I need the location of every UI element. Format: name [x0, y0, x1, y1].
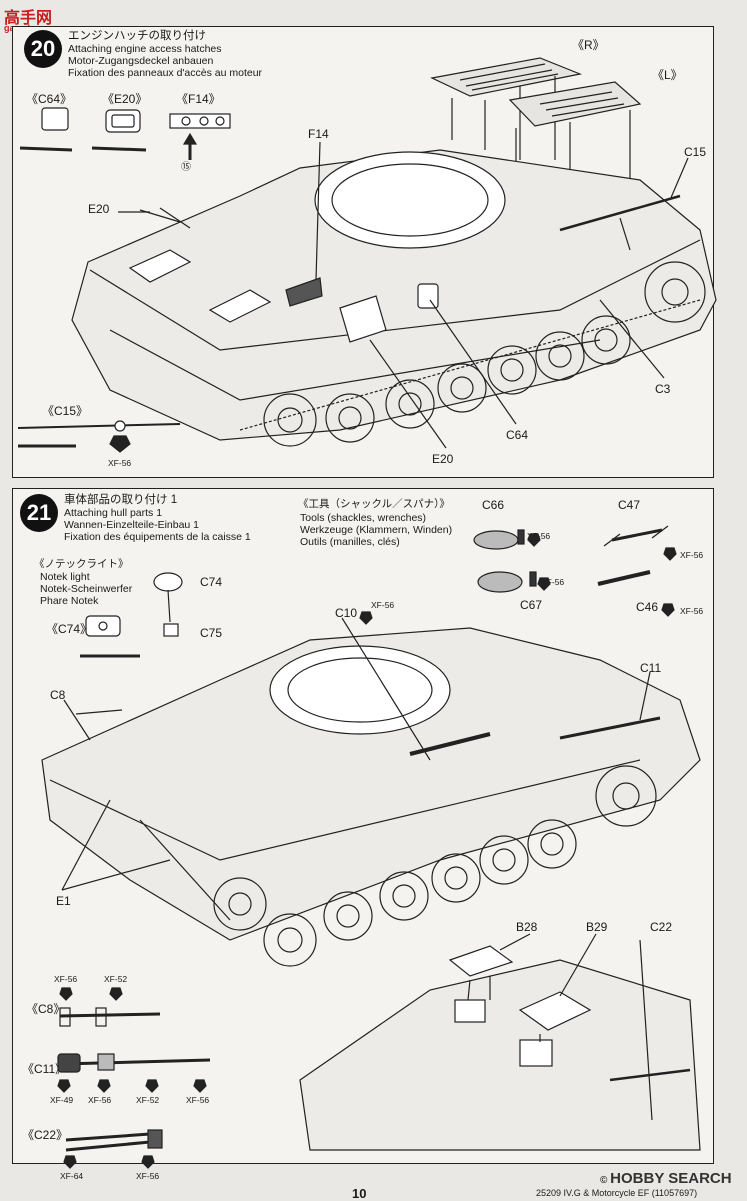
paint-xf56-c10: XF-56: [371, 600, 395, 610]
part-detail-c22: 《C22》: [22, 1128, 69, 1142]
label-e20-left: E20: [88, 202, 110, 216]
part-detail-c8: 《C8》: [26, 1002, 66, 1016]
c15-rod-step20: [559, 194, 681, 251]
label-c74: C74: [200, 575, 223, 589]
step-20-title-en: Attaching engine access hatches: [68, 43, 222, 55]
label-e1: E1: [56, 894, 71, 908]
label-b28: B28: [516, 920, 538, 934]
c11-detail-icon: [57, 1053, 211, 1093]
step-21-title-ja: 車体部品の取り付け 1: [64, 494, 178, 506]
label-c10: C10: [335, 606, 358, 620]
notek-light-icon: [80, 572, 183, 658]
step-21-title-fr: Fixation des équipements de la caisse 1: [64, 531, 251, 543]
hatch-r-label: 《R》: [572, 38, 605, 52]
label-c8: C8: [50, 688, 66, 702]
paint-xf56-c47: XF-56: [680, 550, 704, 560]
paint-xf49-c11: XF-49: [50, 1095, 74, 1105]
paint-xf64-c22: XF-64: [60, 1171, 84, 1181]
label-c3: C3: [655, 382, 671, 396]
label-e20-bottom: E20: [432, 452, 454, 466]
paint-xf56-c22: XF-56: [136, 1171, 160, 1181]
paint-xf56-c11b: XF-56: [186, 1095, 210, 1105]
notek-title-en: Notek light: [40, 571, 90, 583]
step-20-title-de: Motor-Zugangsdeckel anbauen: [68, 55, 214, 67]
tools-title-fr: Outils (manilles, clés): [300, 536, 400, 548]
c8-detail-icon: [59, 987, 161, 1027]
step-20-number: 20: [24, 30, 62, 68]
label-c47: C47: [618, 498, 641, 512]
tools-icons: [359, 525, 677, 625]
f14-part-icon: [169, 113, 231, 160]
label-f14: F14: [308, 127, 329, 141]
hull-step21: [41, 627, 701, 941]
e20-part-icon: [91, 109, 147, 152]
notek-title-de: Notek-Scheinwerfer: [40, 583, 133, 595]
hatch-parts-step20: [128, 207, 439, 343]
step-21-title-en: Attaching hull parts 1: [64, 507, 163, 519]
notek-title-fr: Phare Notek: [40, 595, 99, 607]
step-20-title-fr: Fixation des panneaux d'accès au moteur: [68, 67, 263, 79]
paint-xf52-c11: XF-52: [136, 1095, 160, 1105]
step-20-title-ja: エンジンハッチの取り付け: [68, 30, 206, 42]
tools-title-en: Tools (shackles, wrenches): [300, 512, 427, 524]
notek-title-ja: 《ノテックライト》: [34, 558, 129, 570]
hatch-l-icon: [508, 81, 642, 190]
tools-title-de: Werkzeuge (Klammern, Winden): [300, 524, 453, 536]
label-b29: B29: [586, 920, 608, 934]
part-detail-f14: 《F14》: [176, 92, 221, 106]
paint-xf56-c46: XF-56: [680, 606, 704, 616]
label-c75: C75: [200, 626, 223, 640]
paint-xf52-c8: XF-52: [104, 974, 128, 984]
label-c11: C11: [640, 661, 662, 675]
step-21-number: 21: [20, 494, 58, 532]
part-detail-e20: 《E20》: [102, 92, 148, 106]
product-code: 25209 IV.G & Motorcycle EF (11057697): [536, 1188, 698, 1198]
road-wheels-step20: [239, 261, 706, 447]
arrow-ref-15: ⑮: [181, 162, 191, 173]
tools-title-ja: 《工具（シャックル／スパナ）》: [298, 498, 450, 510]
paint-xf56-c8: XF-56: [54, 974, 78, 984]
c15-detail-icon: [17, 420, 181, 453]
page-number: 10: [352, 1186, 367, 1201]
leader-lines-step20: [118, 141, 689, 449]
part-detail-c11: 《C11》: [22, 1062, 68, 1076]
rear-deck-detail: [299, 933, 701, 1151]
part-detail-c15: 《C15》: [42, 404, 89, 418]
paint-xf56-c67: XF-56: [541, 577, 565, 587]
label-c66: C66: [482, 498, 505, 512]
hatch-l-label: 《L》: [652, 68, 683, 82]
label-c15: C15: [684, 145, 707, 159]
label-c22: C22: [650, 920, 673, 934]
paint-xf56-c15: XF-56: [108, 458, 132, 468]
part-detail-c74: 《C74》: [46, 622, 93, 636]
part-detail-c64: 《C64》: [26, 92, 73, 106]
label-c67: C67: [520, 598, 543, 612]
step-21-title-de: Wannen-Einzelteile-Einbau 1: [64, 519, 200, 531]
watermark-hobby-search: © HOBBY SEARCH: [600, 1170, 732, 1187]
road-wheels-step21: [213, 765, 657, 967]
label-c46: C46: [636, 600, 659, 614]
label-c64: C64: [506, 428, 529, 442]
leader-lines-step21: [61, 617, 651, 891]
watermark-logo: 高手网: [4, 10, 53, 27]
c64-part-icon: [19, 107, 73, 152]
hull-step20: [71, 149, 717, 441]
paint-xf56-c11a: XF-56: [88, 1095, 112, 1105]
c22-detail-icon: [63, 1129, 163, 1169]
